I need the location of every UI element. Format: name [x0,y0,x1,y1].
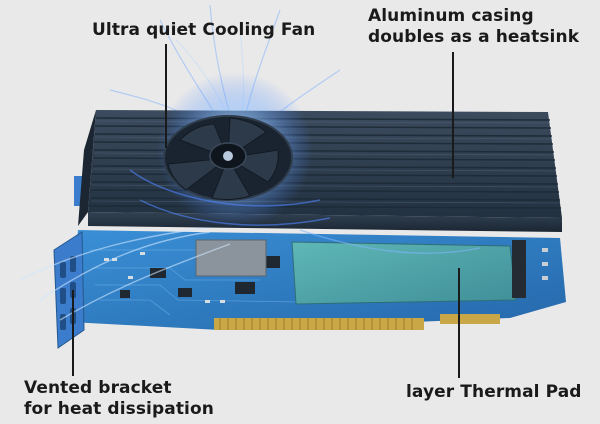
casing-callout-line1: Aluminum casing [368,6,534,26]
cooling-fan [157,72,313,228]
bracket-callout-line2: for heat dissipation [24,399,214,419]
fan-callout: Ultra quiet Cooling Fan [92,20,316,40]
aluminum-heatsink [78,110,562,232]
bracket-callout-line1: Vented bracket [24,378,172,398]
gpu-chip [195,239,267,277]
bracket-callout: Vented bracket for heat dissipation [24,378,254,420]
gold-edge-contacts [214,314,500,330]
pad-leader-line [458,268,460,378]
bracket-leader-line [72,290,74,376]
vented-bracket [53,176,85,349]
fan-leader-line [165,44,167,148]
casing-callout-line2: doubles as a heatsink [368,27,580,47]
thermal-pad [291,241,517,305]
pad-callout: layer Thermal Pad [406,382,582,402]
airflow-glow [129,169,331,226]
casing-leader-line [452,52,454,178]
casing-callout: Aluminum casing doubles as a heatsink [368,6,593,48]
m2-slot [512,240,526,298]
airflow-streaks-bottom [19,225,481,321]
